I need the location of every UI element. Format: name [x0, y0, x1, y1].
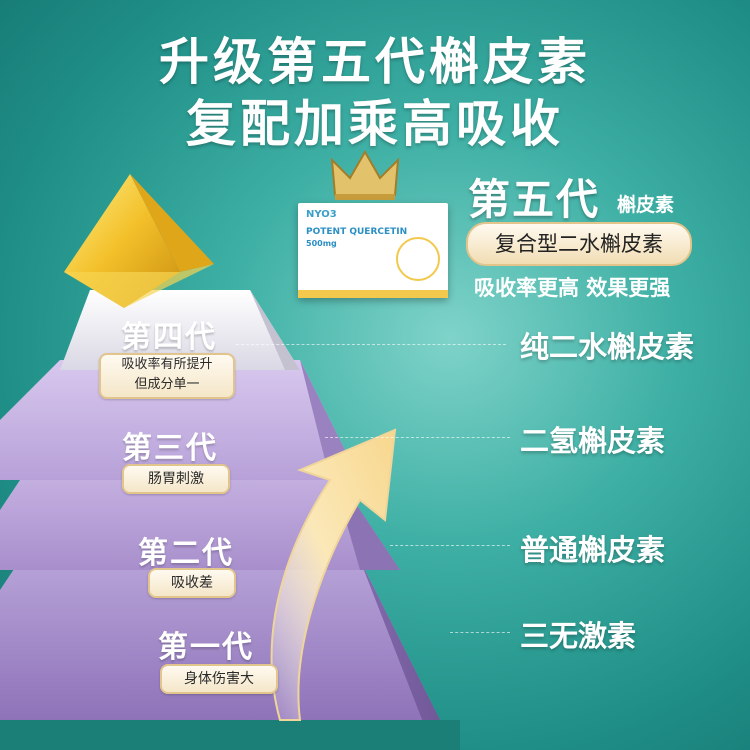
tier3-note: 肠胃刺激 — [122, 464, 230, 494]
tier4-note: 吸收率有所提升 但成分单一 — [99, 353, 235, 399]
headline-line1: 升级第五代槲皮素 — [159, 33, 591, 91]
product-box: NYO3 POTENT QUERCETIN 500mg — [298, 203, 448, 298]
tier1-label: 第一代 — [158, 630, 254, 665]
tier3-label: 第三代 — [122, 431, 218, 466]
guide-line — [450, 632, 510, 633]
tier2-note: 吸收差 — [148, 568, 236, 598]
gen5-title: 第五代 — [468, 175, 601, 224]
tier2-type: 普通槲皮素 — [520, 533, 666, 567]
tier1-type: 三无激素 — [520, 619, 637, 653]
gen5-badge: 复合型二水槲皮素 — [466, 222, 692, 266]
crown-icon — [330, 150, 400, 200]
tier4-label: 第四代 — [121, 320, 217, 355]
tier3-type: 二氢槲皮素 — [520, 424, 666, 458]
product-name: POTENT QUERCETIN — [306, 227, 408, 237]
product-brand: NYO3 — [306, 209, 337, 220]
product-dose: 500mg — [306, 239, 337, 248]
gen5-subtitle: 槲皮素 — [617, 194, 675, 216]
lungs-icon — [396, 237, 440, 281]
pyramid-graphic — [0, 174, 460, 750]
guide-line — [236, 344, 506, 345]
tier1-note: 身体伤害大 — [160, 664, 278, 694]
tier4-type: 纯二水槲皮素 — [520, 330, 695, 364]
tier2-label: 第二代 — [138, 536, 234, 571]
gen5-description: 吸收率更高 效果更强 — [474, 276, 671, 300]
headline-line2: 复配加乘高吸收 — [186, 95, 564, 153]
guide-line — [325, 437, 510, 438]
product-band — [298, 290, 448, 298]
guide-line — [390, 545, 510, 546]
arrow-up-icon — [270, 428, 397, 721]
